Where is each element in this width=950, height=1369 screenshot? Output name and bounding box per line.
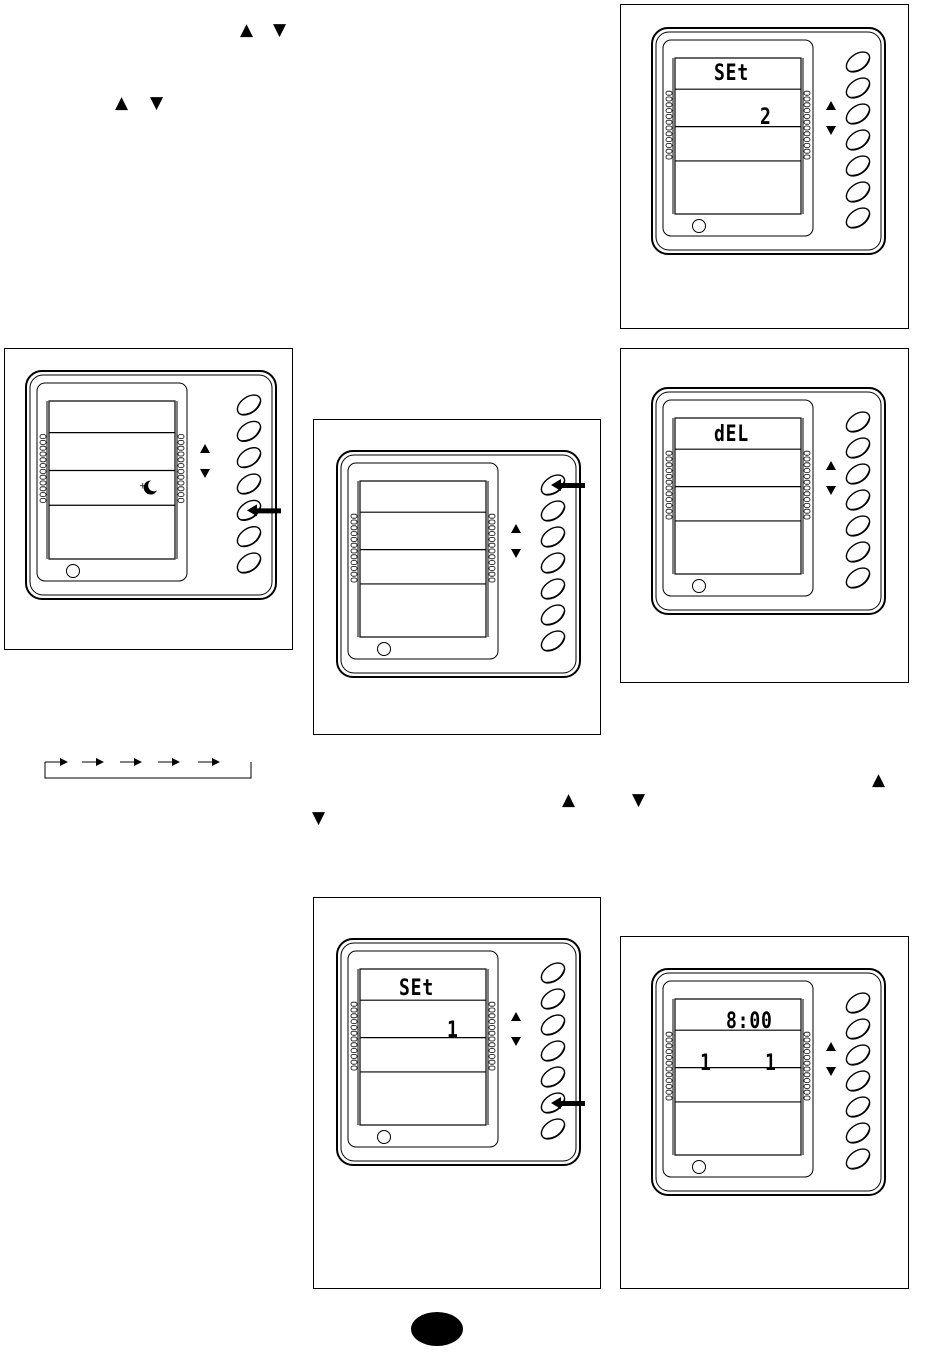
cycle-arrow-icon — [198, 758, 220, 766]
lcd-mid-text: 2 — [760, 107, 772, 129]
remote-controller-6 — [651, 968, 886, 1196]
remote-controller-4 — [651, 27, 886, 255]
mode-cycle-diagram — [40, 752, 255, 780]
down-arrow-glyph: ▼ — [150, 95, 163, 112]
cycle-arrow-icon — [82, 758, 104, 766]
sparkle-mark: + — [139, 482, 147, 492]
remote-controller-2 — [336, 450, 581, 678]
up-arrow-glyph: ▲ — [115, 95, 128, 112]
lcd-top-text: SEt — [714, 63, 749, 85]
cycle-arrow-icon — [120, 758, 142, 766]
lcd-screen — [348, 463, 498, 659]
cycle-arrow-icon — [45, 758, 68, 766]
down-arrow-glyph: ▼ — [273, 22, 286, 39]
lcd-top-text: SEt — [399, 978, 434, 1000]
down-arrow-glyph: ▼ — [312, 810, 325, 827]
lcd-top-text: 8:00 — [726, 1011, 773, 1033]
lcd-mid-left-text: 1 — [700, 1053, 712, 1075]
lcd-top-text: dEL — [714, 424, 749, 446]
down-arrow-glyph: ▼ — [632, 792, 645, 809]
up-arrow-glyph: ▲ — [240, 22, 253, 39]
page-number-badge — [410, 1311, 464, 1347]
lcd-mid-right-text: 1 — [765, 1053, 777, 1075]
lcd-screen — [37, 383, 187, 581]
cycle-arrow-icon — [158, 758, 180, 766]
lcd-mid-text: 1 — [447, 1020, 459, 1042]
remote-controller-1: + — [25, 370, 277, 600]
remote-controller-3 — [336, 938, 581, 1166]
up-arrow-glyph: ▲ — [872, 772, 885, 789]
remote-controller-5 — [651, 387, 886, 615]
up-arrow-glyph: ▲ — [562, 792, 575, 809]
